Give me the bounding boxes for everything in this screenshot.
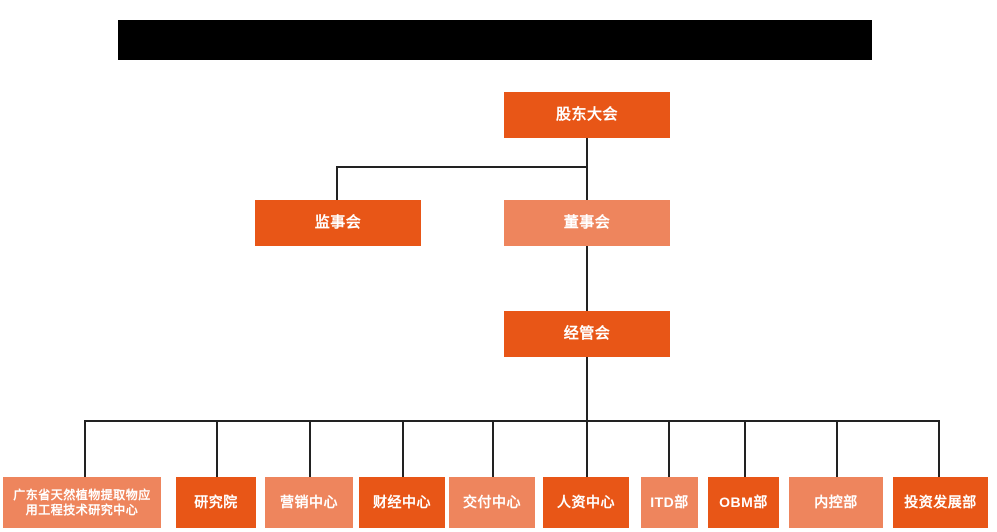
node-delivery-center[interactable]: 交付中心 (449, 477, 535, 528)
connector-management-to-bus (586, 357, 588, 421)
connector-branch-to-supervisors (336, 166, 588, 168)
node-label-finance-center: 财经中心 (373, 493, 431, 510)
connector-drop-delivery-center (492, 420, 494, 477)
node-board-of-directors[interactable]: 董事会 (504, 200, 670, 246)
connector-drop-finance-center (402, 420, 404, 477)
node-label-hr-center: 人资中心 (557, 493, 615, 510)
connector-drop-itd-department (668, 420, 670, 477)
node-label-delivery-center: 交付中心 (463, 493, 521, 510)
connector-drop-guangdong-research-center (84, 420, 86, 477)
node-shareholders-meeting[interactable]: 股东大会 (504, 92, 670, 138)
node-investment-development-department[interactable]: 投资发展部 (893, 477, 988, 528)
connector-drop-research-institute (216, 420, 218, 477)
connector-drop-internal-control-department (836, 420, 838, 477)
connector-drop-marketing-center (309, 420, 311, 477)
redacted-title-bar (118, 20, 872, 60)
node-label-itd-department: ITD部 (650, 493, 689, 510)
connector-drop-investment-development-department (938, 420, 940, 477)
node-label-board-of-directors: 董事会 (563, 213, 611, 231)
node-obm-department[interactable]: OBM部 (708, 477, 779, 528)
node-marketing-center[interactable]: 营销中心 (265, 477, 353, 528)
node-label-obm-department: OBM部 (719, 493, 768, 510)
node-label-marketing-center: 营销中心 (280, 493, 338, 510)
connector-shareholders-to-directors (586, 138, 588, 201)
node-guangdong-research-center[interactable]: 广东省天然植物提取物应 用工程技术研究中心 (3, 477, 161, 528)
node-label-investment-development-department: 投资发展部 (904, 493, 977, 510)
node-research-institute[interactable]: 研究院 (176, 477, 256, 528)
node-finance-center[interactable]: 财经中心 (359, 477, 445, 528)
node-label-board-of-supervisors: 监事会 (314, 213, 362, 231)
node-label-research-institute: 研究院 (194, 493, 238, 510)
node-hr-center[interactable]: 人资中心 (543, 477, 629, 528)
node-label-shareholders-meeting: 股东大会 (555, 105, 618, 123)
node-management-committee[interactable]: 经管会 (504, 311, 670, 357)
node-itd-department[interactable]: ITD部 (641, 477, 698, 528)
connector-drop-supervisors (336, 166, 338, 200)
connector-directors-to-management (586, 246, 588, 312)
node-label-guangdong-research-center: 广东省天然植物提取物应 用工程技术研究中心 (13, 487, 151, 517)
node-internal-control-department[interactable]: 内控部 (789, 477, 883, 528)
connector-drop-obm-department (744, 420, 746, 477)
connector-department-bus (84, 420, 939, 422)
node-board-of-supervisors[interactable]: 监事会 (255, 200, 421, 246)
connector-drop-hr-center (586, 420, 588, 477)
node-label-internal-control-department: 内控部 (814, 493, 858, 510)
node-label-management-committee: 经管会 (563, 324, 611, 342)
